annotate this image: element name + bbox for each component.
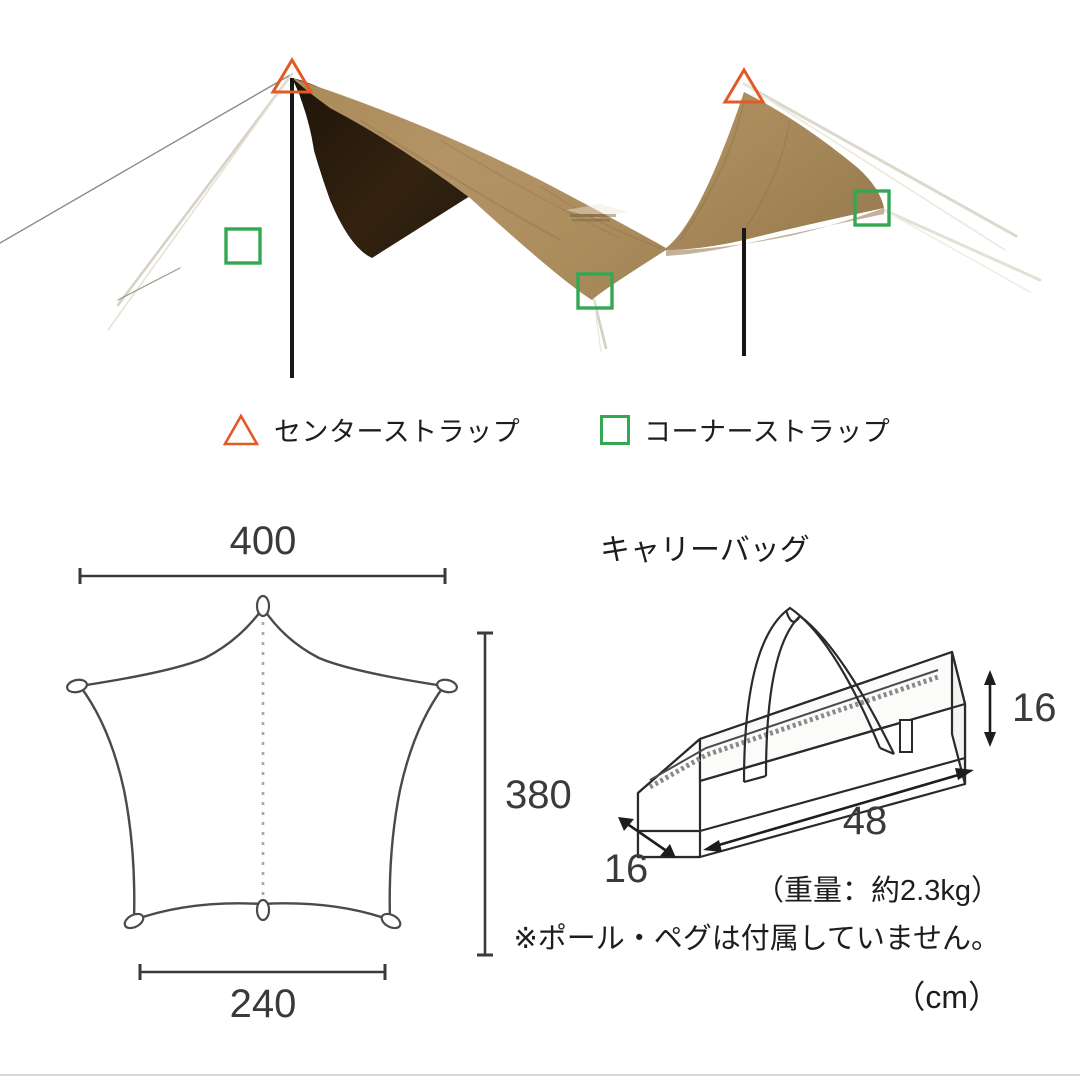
corner-strap-marker-left: [224, 227, 262, 265]
note-weight: （重量：約2.3kg）: [755, 874, 1000, 907]
guyline-group-left: [0, 72, 294, 331]
corner-strap-marker-center: [576, 272, 614, 310]
tarp-flat-drawing: [66, 594, 458, 930]
carry-bag-title: キャリーバッグ: [600, 534, 810, 567]
pole-left: [290, 78, 294, 378]
note-unit: （cm）: [893, 979, 1000, 1015]
dimension-diagrams: 400 380 240 キャリーバッグ: [0, 490, 1080, 1050]
note-exclusion: ※ポール・ペグは付属していません。: [513, 922, 1000, 955]
carry-bag-handles: [742, 606, 895, 784]
carry-bag-zipper: [648, 669, 939, 790]
tarp-underside: [292, 78, 470, 258]
bottom-divider: [0, 1074, 1080, 1076]
legend-item-center-strap: センターストラップ: [222, 410, 520, 449]
brand-logo: [566, 204, 628, 222]
legend-label-corner-strap: コーナーストラップ: [644, 417, 891, 447]
tarp-photo-panel: [0, 0, 1080, 400]
center-strap-marker-right: [722, 67, 766, 104]
dimension-bag-height: 16: [984, 670, 1057, 747]
legend-item-corner-strap: コーナーストラップ: [600, 410, 890, 449]
dimension-bag-length: 48: [703, 768, 974, 852]
dimension-height: 380: [477, 631, 572, 957]
dimension-label-bag-length: 48: [843, 799, 888, 843]
carry-bag-tag: [899, 719, 913, 753]
dimension-label-bag-height: 16: [1012, 686, 1057, 730]
dimension-label-bottom-width: 240: [230, 982, 297, 1026]
square-icon: [600, 414, 630, 445]
dimension-top-width: 400: [78, 519, 447, 584]
tarp-canopy: [292, 78, 884, 300]
legend-label-center-strap: センターストラップ: [274, 417, 521, 447]
strap-legend: センターストラップ コーナーストラップ: [0, 404, 1080, 480]
tarp-fabric-shading: [359, 99, 791, 249]
tarp-right-lower-edge: [666, 208, 884, 256]
corner-strap-marker-right: [853, 189, 891, 227]
dimension-bottom-width: 240: [138, 964, 387, 1026]
pole-right: [742, 228, 746, 356]
dimension-bag-depth: 16: [604, 817, 676, 891]
dimension-label-top-width: 400: [230, 519, 297, 563]
guyline-group-right: [742, 82, 1042, 293]
center-strap-marker-left: [270, 57, 314, 94]
dimension-label-bag-depth: 16: [604, 847, 649, 891]
triangle-icon: [222, 412, 260, 445]
dimension-label-height: 380: [505, 773, 572, 817]
